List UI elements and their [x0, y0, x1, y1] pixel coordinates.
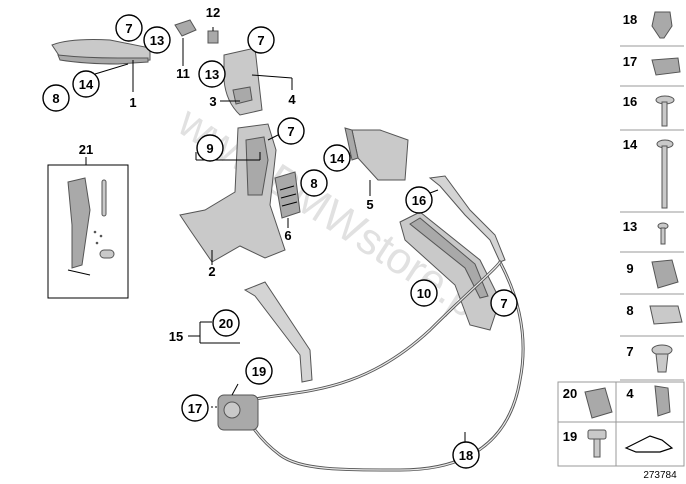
callout-13: 13: [143, 26, 171, 54]
callout-7: 7: [277, 117, 305, 145]
callout-7: 7: [490, 289, 518, 317]
part-21-box: [47, 157, 129, 299]
part-16-bracket: [428, 175, 506, 263]
part-5-trim: [344, 127, 409, 196]
svg-text:8: 8: [310, 176, 317, 191]
svg-text:10: 10: [417, 286, 431, 301]
legend-row-20-4: 20 4: [558, 382, 684, 466]
callout-14: 14: [323, 144, 351, 172]
part-12-clip: [207, 27, 219, 44]
part-1-trim: [51, 39, 151, 92]
callout-13: 13: [198, 60, 226, 88]
svg-text:13: 13: [205, 67, 219, 82]
svg-text:8: 8: [626, 303, 633, 318]
svg-text:17: 17: [623, 54, 637, 69]
callout-15: 15: [169, 329, 183, 344]
callout-8: 8: [300, 169, 328, 197]
part-3-panel: [220, 47, 293, 116]
callout-3: 3: [209, 94, 216, 109]
callout-9: 9: [196, 134, 224, 162]
svg-text:7: 7: [500, 296, 507, 311]
diagram-code: 273784: [643, 470, 677, 481]
svg-text:17: 17: [188, 401, 202, 416]
callout-7: 7: [247, 26, 275, 54]
svg-text:14: 14: [623, 137, 638, 152]
svg-text:7: 7: [287, 124, 294, 139]
part-11-clip: [174, 19, 197, 66]
svg-text:20: 20: [219, 316, 233, 331]
callout-2: 2: [208, 264, 215, 279]
svg-text:14: 14: [330, 151, 345, 166]
svg-text:9: 9: [626, 261, 633, 276]
callout-4: 4: [288, 92, 296, 107]
callout-5: 5: [366, 197, 373, 212]
part-10-guide-rail: [399, 211, 501, 331]
callout-18: 18: [452, 441, 480, 469]
svg-text:13: 13: [623, 219, 637, 234]
svg-text:8: 8: [52, 91, 59, 106]
callout-21: 21: [79, 142, 93, 157]
svg-text:19: 19: [252, 364, 266, 379]
svg-text:7: 7: [257, 33, 264, 48]
legend-row-9: 9: [620, 259, 684, 295]
legend-row-16: 16: [620, 94, 684, 131]
callout-10: 10: [410, 279, 438, 307]
part-17-motor: [211, 383, 259, 431]
svg-text:9: 9: [206, 141, 213, 156]
legend-row-13: 13: [620, 219, 684, 253]
svg-text:14: 14: [79, 77, 94, 92]
svg-text:4: 4: [626, 386, 634, 401]
callout-19: 19: [245, 357, 273, 385]
svg-text:18: 18: [623, 12, 637, 27]
callout-17: 17: [181, 394, 209, 422]
svg-text:16: 16: [412, 193, 426, 208]
svg-text:18: 18: [459, 448, 473, 463]
callout-11: 11: [176, 66, 190, 81]
svg-text:13: 13: [150, 33, 164, 48]
fastener-legend: 18 17 16 14 13: [557, 11, 685, 481]
part-2-pillar-trim: [179, 123, 286, 265]
legend-row-17: 17: [620, 54, 684, 87]
callout-15-bracket: [188, 321, 240, 344]
callout-14: 14: [72, 70, 100, 98]
legend-row-14: 14: [620, 137, 684, 213]
legend-row-7: 7: [620, 344, 684, 381]
part-20-rail: [243, 281, 313, 383]
svg-text:20: 20: [563, 386, 577, 401]
callout-12: 12: [206, 5, 220, 20]
callout-16: 16: [405, 186, 433, 214]
legend-row-18: 18: [620, 11, 684, 47]
legend-row-8: 8: [620, 303, 684, 337]
callout-1: 1: [129, 95, 136, 110]
svg-text:16: 16: [623, 94, 637, 109]
part-6-insert: [274, 171, 301, 228]
svg-text:7: 7: [125, 21, 132, 36]
svg-text:19: 19: [563, 429, 577, 444]
callout-20: 20: [212, 309, 240, 337]
callout-7: 7: [115, 14, 143, 42]
callout-8: 8: [42, 84, 70, 112]
svg-text:7: 7: [626, 344, 633, 359]
callout-6: 6: [284, 228, 291, 243]
